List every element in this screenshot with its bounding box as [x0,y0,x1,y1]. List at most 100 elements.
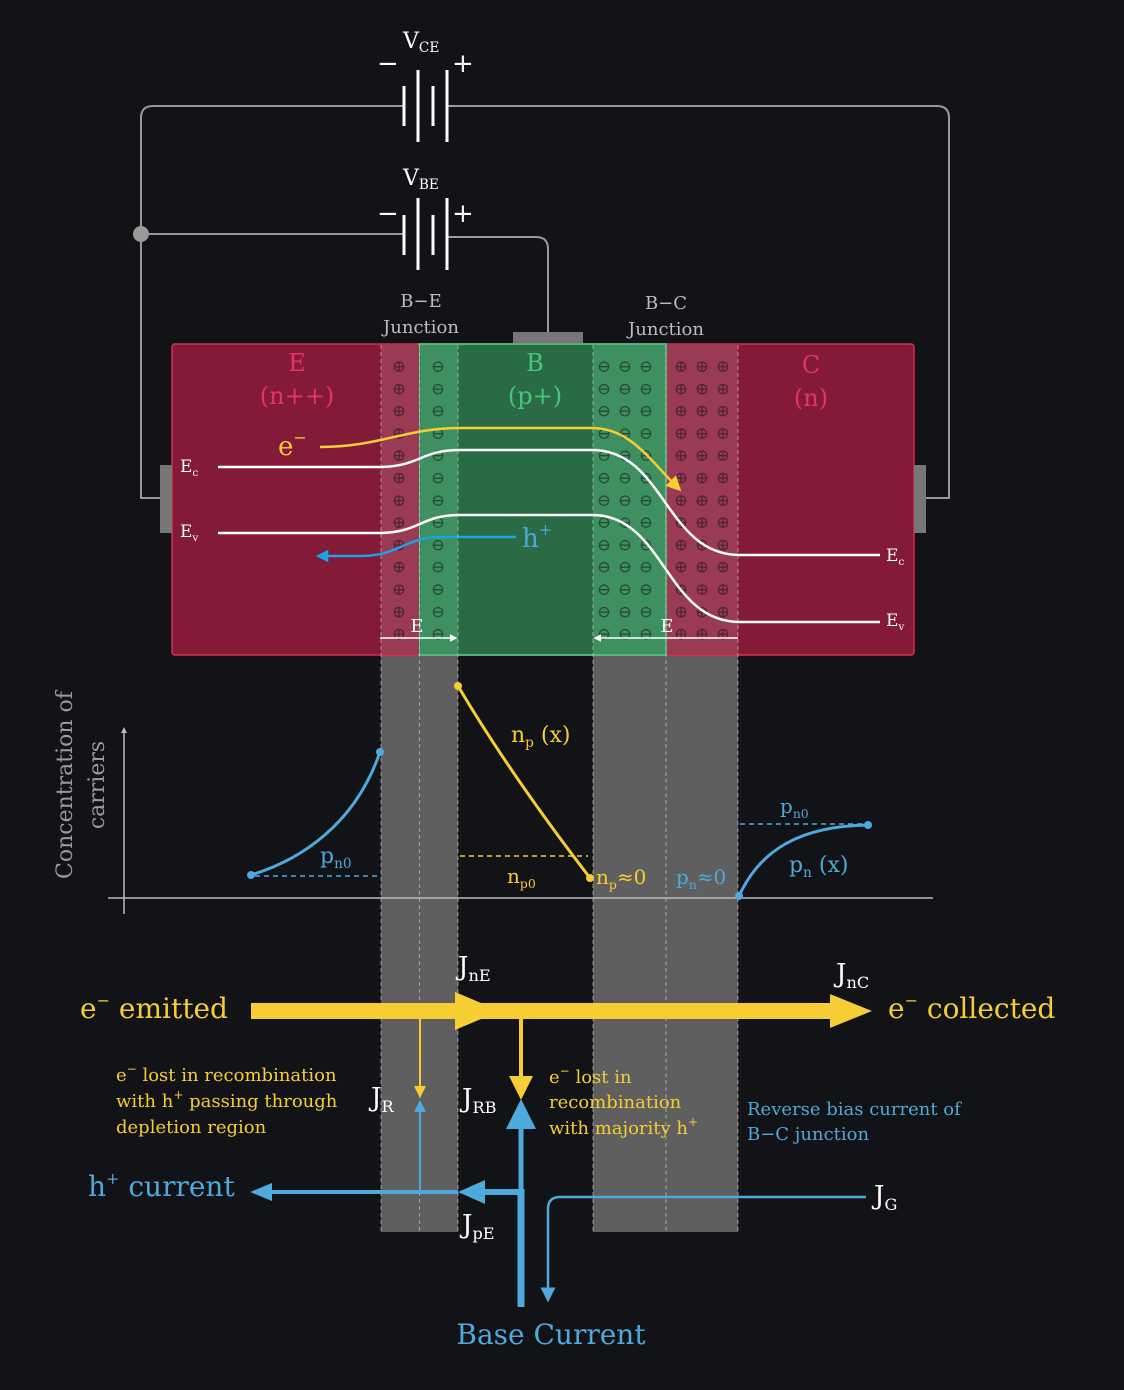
negative-ion: ⊖ [597,491,611,511]
np-base-start-dot [454,682,462,690]
pn0-left-label: pn0 [320,844,352,872]
be-depletion-n [381,345,419,654]
positive-ion: ⊕ [716,491,730,511]
svg-text:B−C junction: B−C junction [747,1124,869,1145]
hole-label: h+ [522,520,552,554]
lost-majority-note: e− lost in recombination with majority h… [549,1064,698,1139]
np0-label: np0 [507,864,536,891]
vce-label: VCE [402,29,439,56]
pn-collector-end-dot [864,821,872,829]
svg-text:with h+ passing through: with h+ passing through [116,1088,338,1112]
positive-ion: ⊕ [392,580,406,600]
bc-junction-label-2: Junction [626,319,704,340]
lost-depletion-note: e− lost in recombination with h+ passing… [116,1062,338,1138]
negative-ion: ⊖ [639,602,653,622]
negative-ion: ⊖ [618,558,632,578]
negative-ion: ⊖ [597,580,611,600]
jpe-arrowhead [458,1180,485,1204]
hole-path [315,535,516,563]
negative-ion: ⊖ [639,357,653,377]
positive-ion: ⊕ [695,513,709,533]
base-current-label: Base Current [456,1318,646,1351]
base-contact [513,332,583,343]
jg-label: JG [871,1181,897,1214]
negative-ion: ⊖ [618,402,632,422]
positive-ion: ⊕ [695,357,709,377]
bc-depletion-p [593,345,665,654]
pn-x-label: pn (x) [789,853,848,881]
positive-ion: ⊕ [716,469,730,489]
vbe-plus: + [452,199,474,229]
positive-ion: ⊕ [695,446,709,466]
positive-ion: ⊕ [392,513,406,533]
current-flow: e− emitted e− collected JnE JnC JR JRB J… [80,952,1055,1351]
negative-ion: ⊖ [639,424,653,444]
positive-ion: ⊕ [674,625,688,645]
pn-emitter-end-dot [376,748,384,756]
jnc-arrowhead [830,994,872,1028]
electron-path [319,426,682,492]
jne-label: JnE [455,952,491,985]
negative-ion: ⊖ [431,558,445,578]
electron-collected-label: e− collected [888,991,1055,1025]
negative-ion: ⊖ [639,513,653,533]
positive-ion: ⊕ [674,491,688,511]
negative-ion: ⊖ [431,402,445,422]
negative-ion: ⊖ [639,580,653,600]
ec-label-left: Ec [180,457,198,479]
pn-emitter-start-dot [247,871,255,879]
pn-collector-start-dot [735,892,743,900]
ec-label-right: Ec [886,546,904,568]
pn0-right-label: pn0 [780,794,809,821]
emitter-doping: (n++) [260,382,334,410]
negative-ion: ⊖ [639,379,653,399]
jnc-label: JnC [833,959,869,992]
positive-ion: ⊕ [695,625,709,645]
svg-text:e− lost in: e− lost in [549,1064,632,1088]
positive-ion: ⊕ [695,580,709,600]
pn-approx-label: pn≈0 [676,865,726,892]
jg-path [540,1195,866,1303]
emitter-contact [160,465,172,533]
base-doping: (p+) [508,382,562,410]
electron-current-bar [251,1003,834,1019]
boundary-lines [380,345,739,1232]
positive-ion: ⊕ [392,558,406,578]
ev-label-right: Ev [886,611,904,633]
negative-ion: ⊖ [618,379,632,399]
negative-ion: ⊖ [431,446,445,466]
jr-label: JR [368,1083,394,1116]
device: ⊕⊕⊕⊕⊕⊕⊕⊕⊕⊕⊕⊕⊕⊖⊖⊖⊖⊖⊖⊖⊖⊖⊖⊖⊖⊖⊖⊖⊖⊖⊖⊖⊖⊖⊖⊖⊖⊖⊖⊖… [160,332,926,656]
negative-ion: ⊖ [431,357,445,377]
positive-ion: ⊕ [674,379,688,399]
electron-label: e− [278,428,307,462]
np-base-end-dot [586,874,594,882]
positive-ion: ⊕ [695,402,709,422]
positive-ion: ⊕ [392,469,406,489]
positive-ion: ⊕ [674,402,688,422]
negative-ion: ⊖ [431,580,445,600]
concentration-plot: Concentration of carriers pn0 np (x) np0… [53,682,933,914]
hole-current-arrowhead [250,1183,272,1201]
positive-ion: ⊕ [674,558,688,578]
positive-ion: ⊕ [392,446,406,466]
bc-depletion-n [667,345,738,654]
collector-doping: (n) [794,384,828,412]
negative-ion: ⊖ [618,491,632,511]
vbe-wire [141,233,549,333]
negative-ion: ⊖ [639,558,653,578]
ev-label-left: Ev [180,522,198,544]
np-curve-base [456,685,592,879]
positive-ion: ⊕ [392,625,406,645]
svg-text:depletion region: depletion region [116,1117,267,1138]
ec-band [218,448,880,557]
positive-ion: ⊕ [695,491,709,511]
negative-ion: ⊖ [597,379,611,399]
negative-ion: ⊖ [618,602,632,622]
negative-ion: ⊖ [431,379,445,399]
vce-wire [140,105,950,499]
positive-ion: ⊕ [392,424,406,444]
positive-ion: ⊕ [674,602,688,622]
vbe-label: VBE [402,166,439,193]
